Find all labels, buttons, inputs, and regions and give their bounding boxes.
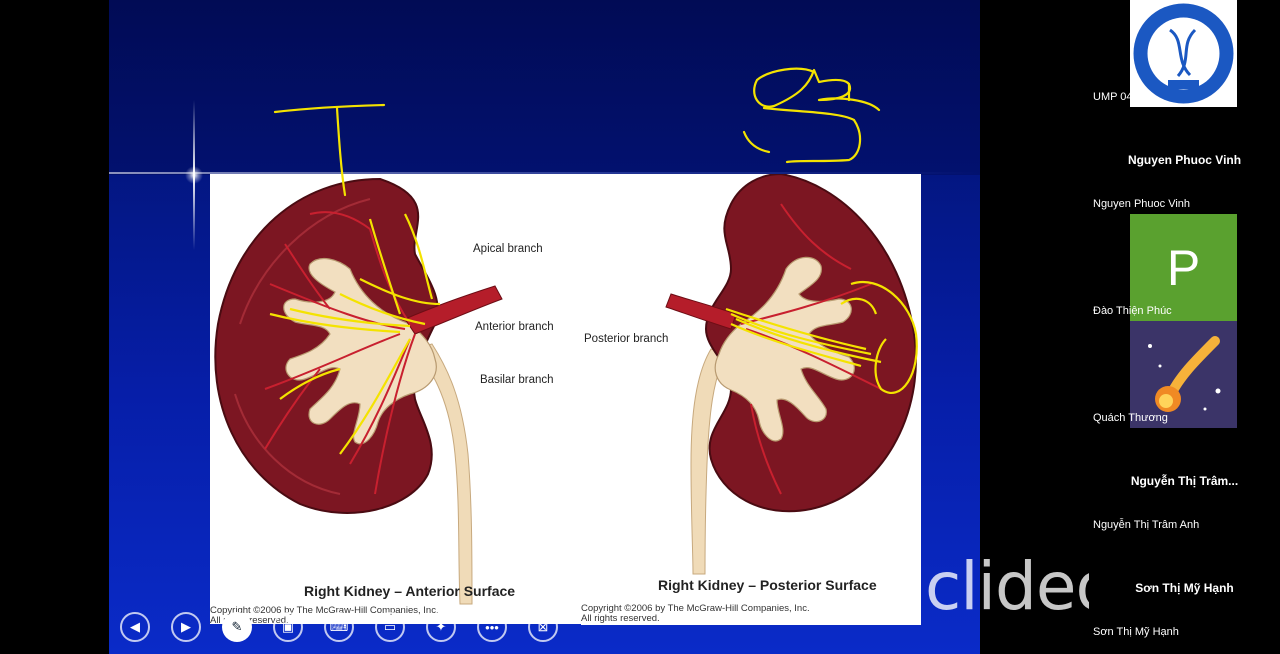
pointer-button[interactable]: ✦ xyxy=(426,612,456,642)
participant-display-name: Nguyễn Thị Trâm... xyxy=(1130,474,1239,488)
avatar: P xyxy=(1130,214,1237,321)
more-options-button[interactable]: ••• xyxy=(477,612,507,642)
subtitles-button[interactable]: ⌨ xyxy=(324,612,354,642)
participant-display-name: Nguyen Phuoc Vinh xyxy=(1127,153,1242,167)
participant-tile[interactable]: Nguyễn Thị Trâm... Nguyễn Thị Trâm Anh xyxy=(1089,428,1280,535)
pen-tool-button[interactable]: ✎ xyxy=(222,612,252,642)
apical-branch-label: Apical branch xyxy=(473,243,543,255)
university-seal-icon xyxy=(1130,0,1237,107)
slide-divider-line xyxy=(109,172,980,174)
slide-sparkle xyxy=(185,166,203,184)
posterior-branch-label: Posterior branch xyxy=(584,333,669,345)
participant-tile[interactable]: Nguyen Phuoc Vinh Nguyen Phuoc Vinh xyxy=(1089,107,1280,214)
participant-tile[interactable]: P Đào Thiện Phúc xyxy=(1089,214,1280,321)
participant-name: Đào Thiện Phúc xyxy=(1093,305,1172,317)
participant-name: Quách Thương xyxy=(1093,412,1168,424)
copyright-line-1: Copyright ©2006 by The McGraw-Hill Compa… xyxy=(581,603,810,614)
comet-icon xyxy=(1130,321,1237,428)
participant-tile[interactable]: Sơn Thị Mỹ Hạnh Sơn Thị Mỹ Hạnh xyxy=(1089,535,1280,642)
slides-grid-icon: ▣ xyxy=(281,619,295,634)
next-slide-button[interactable]: ▶ xyxy=(171,612,201,642)
posterior-figure-caption: Right Kidney – Posterior Surface xyxy=(658,577,877,593)
see-all-slides-button[interactable]: ▣ xyxy=(273,612,303,642)
copyright-line-2: All rights reserved. xyxy=(581,613,660,624)
camera-button[interactable]: ▭ xyxy=(375,612,405,642)
pen-icon: ✎ xyxy=(231,619,243,634)
avatar-letter: P xyxy=(1166,239,1201,296)
more-icon: ••• xyxy=(485,619,499,635)
participant-tile[interactable]: UMP 04 xyxy=(1089,0,1280,107)
basilar-branch-label: Basilar branch xyxy=(480,374,554,386)
participant-name: Nguyen Phuoc Vinh xyxy=(1093,198,1191,210)
pointer-icon: ✦ xyxy=(435,619,447,634)
participants-panel: UMP 04 Nguyen Phuoc Vinh Nguyen Phuoc Vi… xyxy=(1089,0,1280,654)
anterior-branch-label: Anterior branch xyxy=(475,321,554,333)
end-show-icon: ⊠ xyxy=(537,619,549,634)
previous-slide-button[interactable]: ◀ xyxy=(120,612,150,642)
participant-name: Nguyễn Thị Trâm Anh xyxy=(1093,519,1200,531)
presentation-slide: Apical branch Anterior branch Basilar br… xyxy=(109,0,980,654)
posterior-kidney-figure: Posterior branch Right Kidney – Posterio… xyxy=(581,174,921,625)
camera-icon: ▭ xyxy=(383,619,397,634)
participant-name: Sơn Thị Mỹ Hạnh xyxy=(1093,626,1179,638)
subtitles-icon: ⌨ xyxy=(329,619,349,634)
participant-tile[interactable]: Quách Thương xyxy=(1089,321,1280,428)
end-show-button[interactable]: ⊠ xyxy=(528,612,558,642)
copyright-line-1: Copyright ©2006 by The McGraw-Hill Compa… xyxy=(210,605,439,616)
next-slide-icon: ▶ xyxy=(181,619,191,634)
participant-name: UMP 04 xyxy=(1093,91,1133,103)
slide-title-band xyxy=(109,0,980,175)
anterior-figure-caption: Right Kidney – Anterior Surface xyxy=(304,583,516,599)
anterior-kidney-illustration xyxy=(214,177,503,605)
anterior-kidney-figure: Apical branch Anterior branch Basilar br… xyxy=(210,174,652,624)
participant-display-name: Sơn Thị Mỹ Hạnh xyxy=(1135,581,1234,595)
previous-slide-icon: ◀ xyxy=(130,619,140,634)
posterior-kidney-illustration xyxy=(665,174,918,575)
